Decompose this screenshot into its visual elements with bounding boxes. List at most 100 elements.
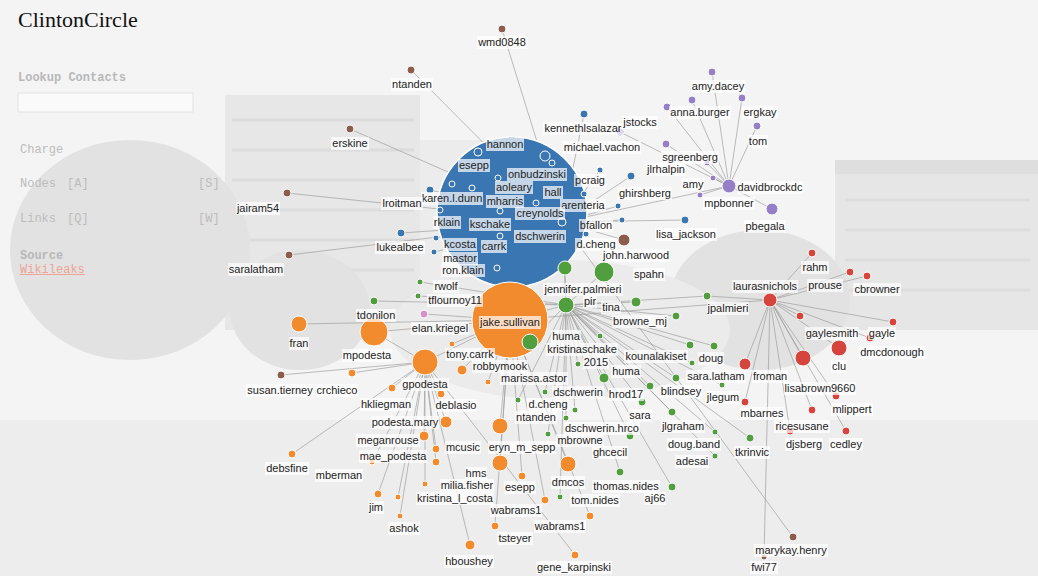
contact-circle <box>430 248 438 256</box>
email-link <box>379 374 420 490</box>
contact-label: jlgraham <box>661 420 705 433</box>
contact-circle <box>570 550 580 560</box>
contact-dot <box>397 513 403 519</box>
contact-node: rklain <box>433 206 461 229</box>
contact-dot <box>708 68 716 76</box>
contact-label: wmd0848 <box>477 36 527 49</box>
contact-circle <box>687 95 697 105</box>
contact-circle <box>484 378 492 386</box>
contact-node: sara <box>628 397 651 422</box>
contact-dot <box>432 458 440 466</box>
contact-dot <box>688 96 696 104</box>
contact-label: kennethlsalazar <box>543 122 622 135</box>
contact-label: lroitman <box>381 197 422 210</box>
email-link <box>564 225 790 534</box>
contact-circle <box>685 340 695 350</box>
contact-label: ricesusane <box>774 420 829 433</box>
contact-dot <box>533 200 539 206</box>
contact-circle <box>688 359 696 367</box>
contact-dot <box>686 341 694 349</box>
contact-circle <box>807 248 817 258</box>
contact-label: wabrams1 <box>490 504 543 517</box>
contact-node: podesta.mary <box>371 415 453 429</box>
contact-label: doug <box>698 352 724 365</box>
contact-label: amy <box>682 178 705 191</box>
contact-label: fwi77 <box>750 561 778 574</box>
contact-node: tony.carrk <box>445 340 494 361</box>
contact-dot <box>766 203 778 215</box>
contact-node: marissa.astor <box>484 372 568 387</box>
contact-circle <box>448 180 456 188</box>
contact-circle <box>807 405 817 415</box>
contact-dot <box>668 408 676 416</box>
contact-node: erskine <box>331 124 368 150</box>
contact-label: ntanden <box>391 78 433 91</box>
contact-dot <box>615 203 621 209</box>
contact-circle <box>794 349 812 367</box>
contact-circle <box>671 373 681 383</box>
contact-label: aj66 <box>644 492 667 505</box>
email-link <box>711 296 763 299</box>
contact-dot <box>739 358 751 370</box>
contact-label: saralatham <box>228 263 284 276</box>
contact-circle <box>593 261 615 283</box>
contact-node: rwolf <box>416 278 459 293</box>
control-label: [A] <box>67 177 89 192</box>
contact-circle <box>671 311 681 321</box>
contact-circle <box>276 370 286 380</box>
contact-dot <box>492 418 508 434</box>
email-link <box>730 102 741 179</box>
contact-dot <box>662 140 670 148</box>
contact-dot <box>597 167 603 173</box>
contact-label: jlegum <box>706 391 740 404</box>
contact-dot <box>672 312 680 320</box>
contact-dot <box>863 272 871 280</box>
contact-label: mbarnes <box>740 407 785 420</box>
contact-label: marykay.henry <box>754 544 827 557</box>
contact-circle <box>436 389 446 399</box>
contact-dot <box>795 350 811 366</box>
contact-dot <box>626 432 634 440</box>
contact-dot <box>594 262 614 282</box>
email-link <box>572 310 746 436</box>
contact-dot <box>689 360 695 366</box>
contact-dot <box>457 365 467 375</box>
contact-circle <box>394 493 402 501</box>
contact-node: marykay.henry <box>754 532 827 557</box>
control-label: Source <box>20 249 63 264</box>
contact-node: saralatham <box>228 250 294 276</box>
contact-circle <box>539 150 551 162</box>
contact-node: hms <box>465 454 509 480</box>
contact-label: rahm <box>801 261 828 274</box>
contact-circle <box>841 426 851 436</box>
contact-dot <box>846 268 854 276</box>
contact-node: jennifer.palmieri <box>543 260 622 296</box>
control-label: [W] <box>198 212 220 227</box>
email-link <box>764 307 770 554</box>
contact-label: debsfine <box>265 462 309 475</box>
contact-dot <box>407 66 415 74</box>
contact-node: crchieco <box>316 368 359 397</box>
contact-dot <box>663 103 671 111</box>
contact-dot <box>631 297 641 307</box>
contact-node: ashok <box>388 512 419 535</box>
contact-label: kristina_l_costa <box>416 492 494 505</box>
contact-dot <box>704 160 710 166</box>
contact-node: rahm <box>801 248 828 274</box>
contact-dot <box>522 334 538 350</box>
contact-label: hkliegman <box>360 398 412 411</box>
contact-node: wmd0848 <box>477 24 527 49</box>
contact-circle <box>387 383 397 393</box>
contact-dot <box>763 293 777 307</box>
contact-circle <box>574 360 582 368</box>
contact-dot <box>575 361 581 367</box>
contact-dot <box>288 450 296 458</box>
contact-circle <box>544 430 552 438</box>
contact-dot <box>808 406 816 414</box>
contact-label: pbegala <box>744 220 785 233</box>
contact-circle <box>752 121 762 131</box>
contact-label: mpodesta <box>342 349 392 362</box>
contact-label: lukealbee <box>375 241 424 254</box>
contact-circle <box>497 24 507 34</box>
contact-node: onbudzinski <box>507 159 567 181</box>
